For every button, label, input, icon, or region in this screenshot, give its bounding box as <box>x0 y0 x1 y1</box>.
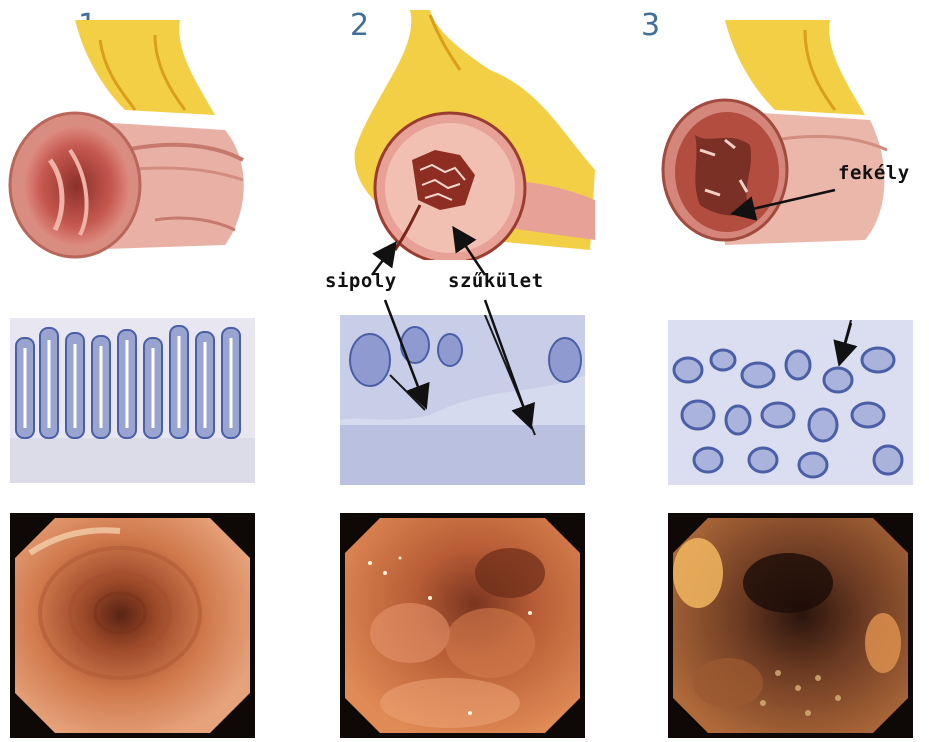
bowel-illustration-ulcer <box>655 20 905 255</box>
endoscopy-stricture <box>340 513 585 738</box>
label-szukulet: szűkület <box>448 270 544 292</box>
bowel-illustration-stricture <box>340 10 600 260</box>
label-fekely: fekély <box>838 162 910 184</box>
histology-stricture <box>340 315 585 485</box>
histology-ulcer <box>668 320 913 485</box>
bowel-illustration-normal <box>5 20 255 260</box>
endoscopy-normal <box>10 513 255 738</box>
endoscopy-ulcer <box>668 513 913 738</box>
histology-normal <box>10 318 255 483</box>
label-sipoly: sipoly <box>325 270 397 292</box>
